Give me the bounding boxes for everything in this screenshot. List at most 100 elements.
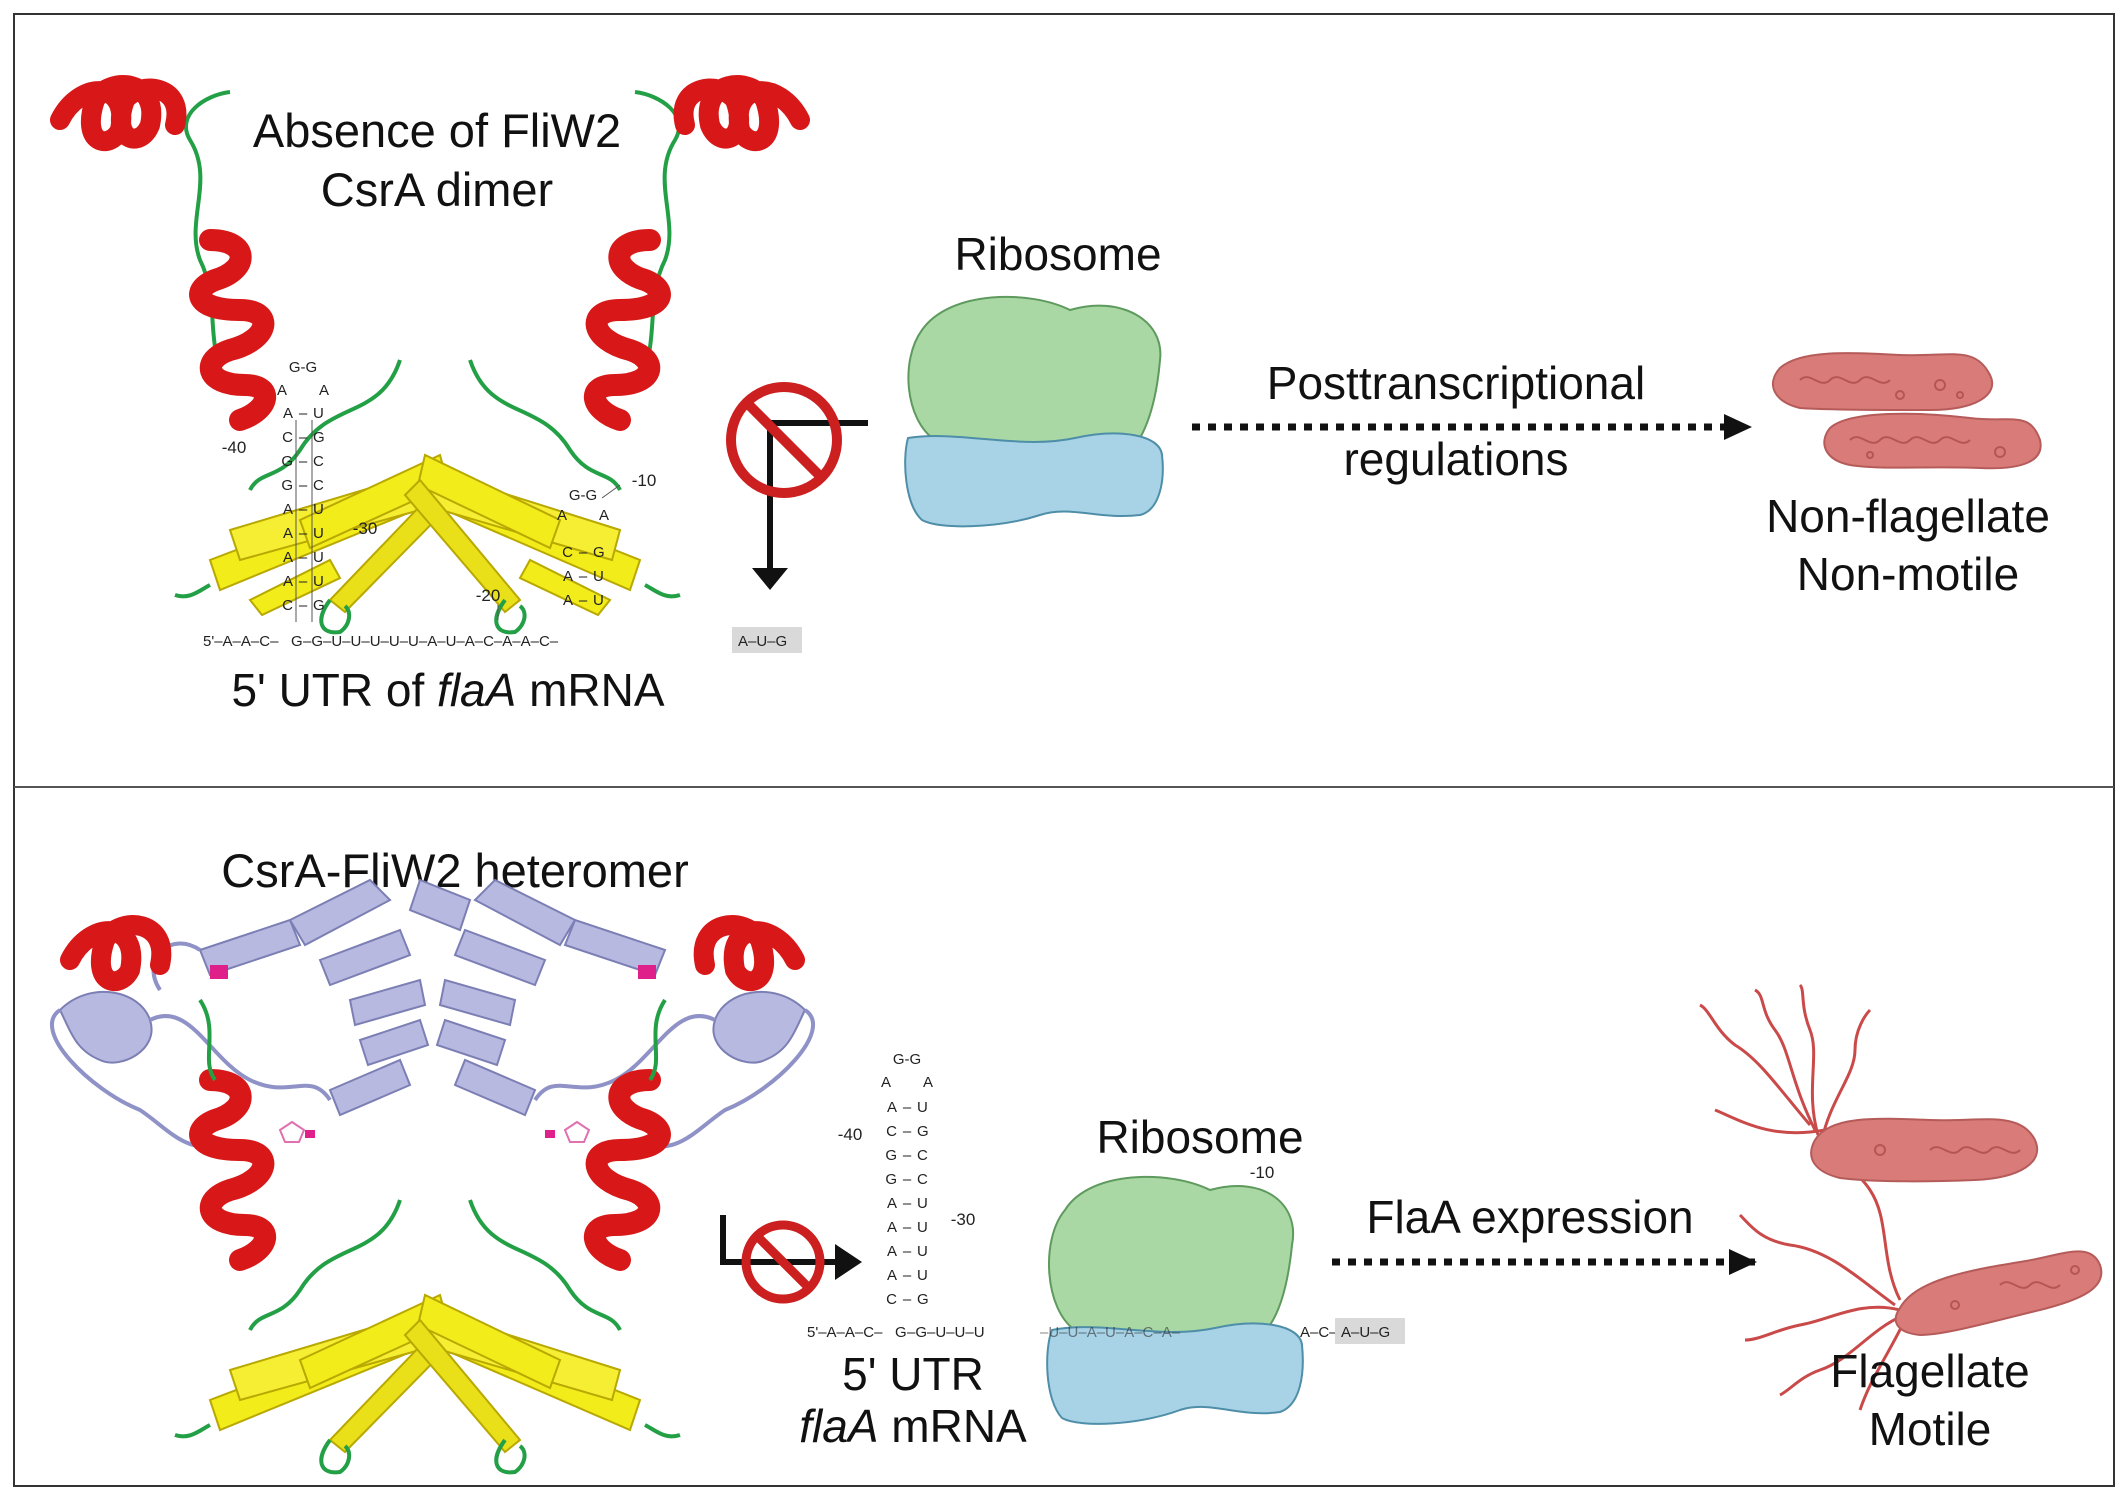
bottom-start-codon-box [1335, 1318, 1405, 1344]
top-stem-pair-bond: – [299, 597, 308, 614]
bottom-stem-base-right: U [917, 1243, 928, 1260]
bottom-heading: CsrA-FliW2 heteromer [221, 844, 688, 897]
top-stem-pair-bond: – [299, 525, 308, 542]
bottom-stem-pair-bond: – [903, 1147, 912, 1164]
bottom-seq-linker: –G–U–U–U [907, 1324, 985, 1341]
hairpin2-base-left: C [562, 544, 573, 561]
top-utr-caption: 5' UTR of flaA mRNA [231, 664, 664, 716]
top-stem-base-right: U [313, 405, 324, 422]
bottom-stem-base-right: U [917, 1267, 928, 1284]
bottom-stem-base-right: U [917, 1099, 928, 1116]
hairpin2-loop-top: G-G [569, 487, 597, 504]
top-stem-pair-bond: – [299, 501, 308, 518]
top-stem-base-left: C [282, 429, 293, 446]
bottom-panel: CsrA-FliW2 heteromer [50, 844, 2103, 1475]
promoter-arrow-icon [752, 420, 868, 590]
top-stem-pair-bond: – [299, 429, 308, 446]
stem-loop-loop-top: G-G [289, 359, 317, 376]
top-stem-loop: G-G A A -40 -30 A–UC–GG–CG–CA–UA–UA–UA–U… [222, 359, 378, 622]
stem-loop-loop-right: A [319, 382, 329, 399]
bottom-seq-hidden: –U–U–A–U–A–C–A– [1040, 1324, 1181, 1341]
bottom-stem-base-right: G [917, 1291, 929, 1308]
bottom-stem-pair-bond: – [903, 1171, 912, 1188]
top-stem-base-left: G [281, 477, 293, 494]
hairpin2-pair-bond: – [579, 568, 588, 585]
top-heading-line1: Absence of FliW2 [253, 104, 621, 157]
figure-frame [13, 13, 2115, 1487]
hairpin2-pos-10: -10 [632, 471, 657, 490]
bottom-pos-40: -40 [838, 1125, 863, 1144]
bottom-sequence: 5'–A–A–C– G –G–U–U–U –U–U–A–U–A–C–A– A–C… [807, 1318, 1405, 1344]
csra-helix-bottom-right [584, 915, 805, 1271]
bottom-arrow-label: FlaA expression [1366, 1191, 1693, 1243]
bottom-stem-base-left: A [887, 1099, 897, 1116]
csra-helix-left [50, 75, 276, 431]
bottom-outcome-line2: Motile [1869, 1403, 1992, 1455]
bottom-stem-base-left: G [885, 1171, 897, 1188]
bottom-stem-base-right: C [917, 1147, 928, 1164]
bottom-stem-base-left: A [887, 1267, 897, 1284]
bottom-ribosome-label: Ribosome [1096, 1111, 1303, 1163]
top-stem-base-left: A [283, 501, 293, 518]
bottom-stem-base-left: C [886, 1291, 897, 1308]
prohibition-sign-icon [726, 382, 842, 498]
stem-loop-pos-30: -30 [353, 519, 378, 538]
top-outcome-line2: Non-motile [1797, 548, 2019, 600]
bottom-stem-pair-bond: – [903, 1195, 912, 1212]
top-outcome-line1: Non-flagellate [1766, 490, 2050, 542]
csra-beta-sheet [208, 453, 642, 617]
top-arrow-label-line2: regulations [1343, 433, 1568, 485]
hairpin2-pair-bond: – [579, 544, 588, 561]
hairpin2-loop-right: A [599, 507, 609, 524]
stem-loop-loop-left: A [277, 382, 287, 399]
bottom-utr-caption-line2: flaA mRNA [799, 1400, 1027, 1452]
top-start-codon-box [732, 627, 802, 653]
hairpin2-base-right: G [593, 544, 605, 561]
top-seq-stem-base: G [291, 633, 303, 650]
bottom-stem-base-left: A [887, 1219, 897, 1236]
bottom-stem-base-left: A [887, 1243, 897, 1260]
top-seq-linker: –G–U–U–U–U–U–A–U–A–C–A–A–C– [303, 633, 559, 650]
bottom-stem-base-right: U [917, 1195, 928, 1212]
top-start-codon: A–U–G [738, 633, 787, 650]
bottom-stem-pair-bond: – [903, 1123, 912, 1140]
csra-loops-bottom [174, 998, 681, 1475]
bottom-stem-base-left: G [885, 1147, 897, 1164]
hairpin2-loop-left: A [557, 507, 567, 524]
bottom-seq-stem-base: G [895, 1324, 907, 1341]
top-hairpin-2: G-G A A -10 C–GA–UA–U -20 [476, 471, 657, 620]
bottom-stem-pair-bond: – [903, 1267, 912, 1284]
top-heading-line2: CsrA dimer [321, 163, 553, 216]
bacterium-icon [1810, 1117, 2103, 1337]
csra-beta-sheet-bottom [208, 1293, 642, 1454]
bottom-stem-base-right: U [917, 1219, 928, 1236]
top-stem-base-left: A [283, 573, 293, 590]
bottom-stem-loop: G-G A A -40 -30 A–UC–GG–CG–CA–UA–UA–UA–U… [838, 1051, 976, 1308]
hairpin2-base-left: A [563, 592, 573, 609]
fliw2-protein-icon [50, 878, 815, 1149]
bottom-stem-pair-bond: – [903, 1219, 912, 1236]
bottom-loop-top: G-G [893, 1051, 921, 1068]
top-stem-base-right: C [313, 477, 324, 494]
top-stem-base-right: G [313, 597, 325, 614]
promoter-arrow-icon [720, 1215, 862, 1280]
top-stem-pair-bond: – [299, 405, 308, 422]
hairpin2-base-right: U [593, 568, 604, 585]
bottom-stem-base-left: A [887, 1195, 897, 1212]
ribosome-icon [1046, 1175, 1304, 1425]
top-stem-base-right: U [313, 501, 324, 518]
hairpin2-pair-bond: – [579, 592, 588, 609]
csra-helix-right [584, 75, 810, 431]
csra-protein-icon [50, 75, 810, 635]
top-panel: Absence of FliW2 CsrA dimer G-G A A -40 … [50, 75, 2050, 716]
csra-protein-icon [60, 915, 805, 1475]
top-stem-base-left: C [282, 597, 293, 614]
bottom-stem-base-right: C [917, 1171, 928, 1188]
hairpin2-pos-20: -20 [476, 586, 501, 605]
bottom-stem-base-right: G [917, 1123, 929, 1140]
bacterium-icon [1771, 352, 2042, 470]
bottom-start-codon: A–U–G [1341, 1324, 1390, 1341]
top-ribosome-label: Ribosome [954, 228, 1161, 280]
bottom-stem-base-left: C [886, 1123, 897, 1140]
bottom-seq-5prime: 5'–A–A–C– [807, 1324, 883, 1341]
